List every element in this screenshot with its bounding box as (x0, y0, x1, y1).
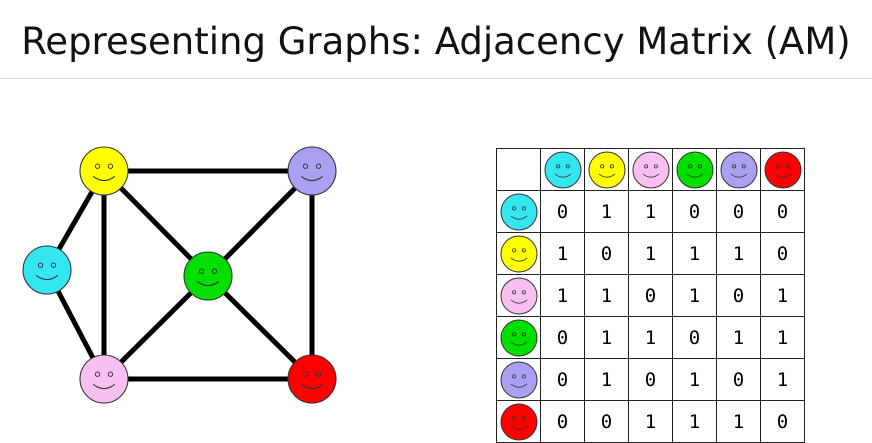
matrix-cell: 1 (672, 358, 717, 401)
matrix-cell: 1 (628, 232, 673, 275)
smiley-face-cyan (544, 151, 581, 188)
smiley-yellow-icon (500, 235, 537, 272)
vertex-purple-icon (287, 146, 337, 196)
column-header-pink (628, 148, 673, 191)
smiley-red-icon (764, 151, 801, 188)
vertex-green-icon (183, 251, 233, 301)
matrix-cell: 1 (540, 274, 585, 317)
matrix-cell: 0 (760, 400, 805, 443)
matrix-cell: 1 (760, 274, 805, 317)
vertex-red-icon (287, 354, 337, 404)
column-header-red (760, 148, 805, 191)
slide-title: Representing Graphs: Adjacency Matrix (A… (21, 20, 851, 63)
matrix-cell: 0 (540, 190, 585, 233)
edge-yellow-green (101, 168, 211, 279)
smiley-face-yellow (500, 235, 537, 272)
matrix-cell: 0 (540, 316, 585, 359)
matrix-cell: 0 (628, 358, 673, 401)
row-header-red (496, 400, 541, 443)
matrix-cell: 0 (540, 358, 585, 401)
row-header-green (496, 316, 541, 359)
matrix-cell: 1 (672, 232, 717, 275)
smiley-cyan-icon (544, 151, 581, 188)
row-header-cyan (496, 190, 541, 233)
matrix-cell: 1 (716, 400, 761, 443)
smiley-face-pink (500, 277, 537, 314)
vertex-cyan-icon (22, 245, 72, 295)
matrix-cell: 1 (584, 316, 629, 359)
matrix-cell: 1 (716, 316, 761, 359)
vertex-yellow-icon (79, 146, 129, 196)
smiley-green-icon (500, 319, 537, 356)
matrix-cell: 0 (716, 358, 761, 401)
smiley-red-icon (500, 403, 537, 440)
smiley-face-cyan (500, 193, 537, 230)
matrix-cell: 0 (760, 232, 805, 275)
matrix-cell: 0 (584, 400, 629, 443)
smiley-purple-icon (720, 151, 757, 188)
edge-green-purple (205, 168, 315, 279)
matrix-cell: 1 (584, 274, 629, 317)
matrix-cell: 1 (760, 316, 805, 359)
smiley-yellow-icon (588, 151, 625, 188)
smiley-face-green (500, 319, 537, 356)
smiley-face-green (676, 151, 713, 188)
column-header-cyan (540, 148, 585, 191)
column-header-yellow (584, 148, 629, 191)
matrix-cell: 1 (628, 190, 673, 233)
row-header-purple (496, 358, 541, 401)
matrix-cell: 1 (628, 400, 673, 443)
column-header-purple (716, 148, 761, 191)
matrix-cell: 1 (672, 400, 717, 443)
matrix-cell: 0 (672, 190, 717, 233)
matrix-cell: 1 (716, 232, 761, 275)
matrix-cell: 0 (716, 190, 761, 233)
matrix-cell: 0 (540, 400, 585, 443)
matrix-cell: 1 (584, 190, 629, 233)
matrix-cell: 0 (672, 316, 717, 359)
matrix-cell: 0 (584, 232, 629, 275)
graph-diagram (22, 146, 337, 404)
vertex-pink-icon (79, 354, 129, 404)
smiley-face-red (764, 151, 801, 188)
matrix-header-row (496, 148, 805, 191)
matrix-cell: 1 (672, 274, 717, 317)
matrix-cell: 1 (628, 316, 673, 359)
smiley-green-icon (676, 151, 713, 188)
smiley-face-purple (720, 151, 757, 188)
smiley-pink-icon (500, 277, 537, 314)
smiley-face-pink (632, 151, 669, 188)
smiley-face-red (500, 403, 537, 440)
matrix-cell: 1 (584, 358, 629, 401)
matrix-cell: 0 (716, 274, 761, 317)
matrix-cell: 0 (760, 190, 805, 233)
smiley-face-yellow (588, 151, 625, 188)
smiley-cyan-icon (500, 193, 537, 230)
smiley-face-purple (500, 361, 537, 398)
row-header-yellow (496, 232, 541, 275)
smiley-pink-icon (632, 151, 669, 188)
matrix-cell: 1 (540, 232, 585, 275)
matrix-cell: 1 (760, 358, 805, 401)
matrix-corner-cell (496, 148, 541, 191)
smiley-purple-icon (500, 361, 537, 398)
title-divider (0, 78, 872, 79)
row-header-pink (496, 274, 541, 317)
column-header-green (672, 148, 717, 191)
matrix-cell: 0 (628, 274, 673, 317)
